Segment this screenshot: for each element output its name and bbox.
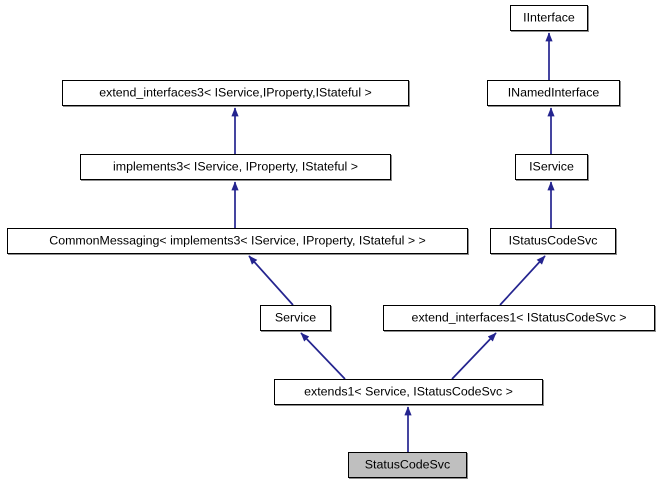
- class-node-iinterface[interactable]: IInterface: [510, 5, 588, 31]
- class-node-extend_interfaces3[interactable]: extend_interfaces3< IService,IProperty,I…: [62, 80, 409, 106]
- class-node-label: StatusCodeSvc: [364, 457, 451, 472]
- class-node-istatuscodesvc[interactable]: IStatusCodeSvc: [490, 228, 616, 254]
- class-node-label: extend_interfaces1< IStatusCodeSvc >: [411, 310, 627, 325]
- class-node-label: Service: [274, 310, 317, 325]
- inheritance-edge-extend_interfaces1-to-istatuscodesvc: [499, 255, 546, 306]
- class-node-service[interactable]: Service: [260, 305, 331, 331]
- class-node-label: IInterface: [523, 10, 575, 25]
- class-node-commonmessaging[interactable]: CommonMessaging< implements3< IService, …: [7, 228, 468, 254]
- class-node-extends1[interactable]: extends1< Service, IStatusCodeSvc >: [274, 379, 543, 405]
- class-node-label: IStatusCodeSvc: [508, 233, 598, 248]
- class-node-extend_interfaces1[interactable]: extend_interfaces1< IStatusCodeSvc >: [383, 305, 655, 331]
- class-node-label: extends1< Service, IStatusCodeSvc >: [304, 384, 513, 399]
- class-node-inamedinterface[interactable]: INamedInterface: [487, 80, 620, 106]
- class-node-label: INamedInterface: [507, 85, 600, 100]
- class-node-label: implements3< IService, IProperty, IState…: [113, 159, 358, 174]
- class-node-label: CommonMessaging< implements3< IService, …: [49, 233, 426, 248]
- inheritance-edge-extends1-to-service: [300, 332, 346, 380]
- inheritance-edge-extends1-to-extend_interfaces1: [451, 332, 497, 380]
- class-node-statuscodesvc[interactable]: StatusCodeSvc: [348, 452, 467, 478]
- inheritance-edge-service-to-commonmessaging: [248, 255, 294, 306]
- class-node-label: extend_interfaces3< IService,IProperty,I…: [99, 85, 372, 100]
- class-node-iservice[interactable]: IService: [515, 154, 588, 180]
- class-node-label: IService: [529, 159, 574, 174]
- class-node-implements3[interactable]: implements3< IService, IProperty, IState…: [80, 154, 391, 180]
